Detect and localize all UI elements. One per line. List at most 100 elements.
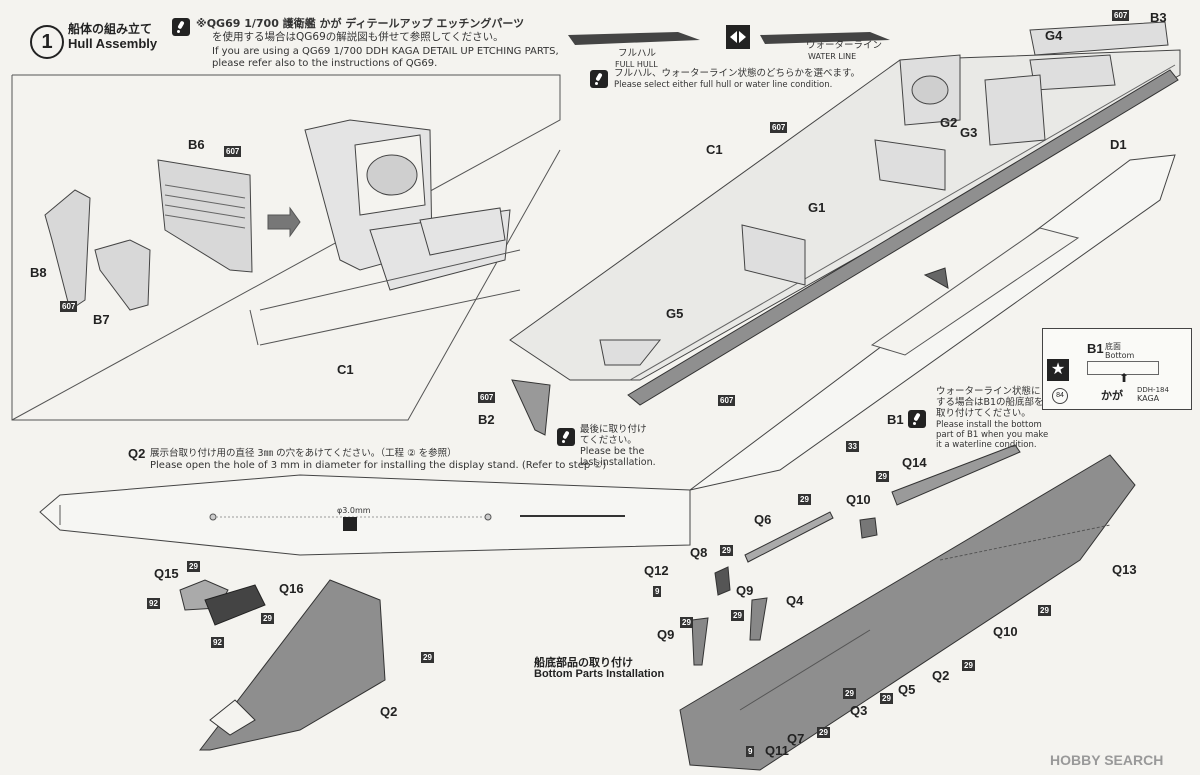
badge-29-q5: 29 xyxy=(880,693,893,704)
b1-box-star: ★ xyxy=(1047,359,1069,381)
step-title-en: Hull Assembly xyxy=(68,36,158,51)
hull-choice-note-icon xyxy=(590,70,608,88)
part-label-q4: Q4 xyxy=(786,593,804,608)
badge-29-q2r: 29 xyxy=(962,660,975,671)
part-label-q10-top: Q10 xyxy=(846,492,871,507)
part-label-g3: G3 xyxy=(960,125,978,140)
note-icon xyxy=(172,18,190,36)
part-label-q8: Q8 xyxy=(690,545,708,560)
part-label-g5: G5 xyxy=(666,306,684,321)
part-label-q11: Q11 xyxy=(765,743,789,758)
badge-29-q8: 29 xyxy=(720,545,733,556)
part-label-b6: B6 xyxy=(188,137,205,152)
bottom-parts-en: Bottom Parts Installation xyxy=(534,668,665,680)
part-label-b8: B8 xyxy=(30,265,47,280)
q2-hole-dimension: φ3.0mm xyxy=(337,506,371,515)
b1-box-plate xyxy=(1087,361,1159,375)
b1-box-sub-jp: 底面 xyxy=(1105,342,1121,351)
header-note-line4: please refer also to the instructions of… xyxy=(212,58,438,69)
part-label-b7: B7 xyxy=(93,312,110,327)
part-label-q9-a: Q9 xyxy=(736,583,754,598)
q2-note-jp: 展示台取り付け用の直径 3㎜ の穴をあけてください。（工程 ② を参照） xyxy=(150,448,457,459)
badge-29-q9a: 29 xyxy=(731,610,744,621)
part-label-q5: Q5 xyxy=(898,682,916,697)
badge-92-b: 92 xyxy=(211,637,224,648)
waterline-note-en2: part of B1 when you make xyxy=(936,430,1049,440)
waterline-note-en1: Please install the bottom xyxy=(936,420,1042,430)
water-line-jp: ウォーターライン xyxy=(806,40,883,51)
waterline-note-jp2: する場合はB1の船底部を xyxy=(936,397,1044,408)
part-label-g1: G1 xyxy=(808,200,826,215)
b1-box-name-en: KAGA xyxy=(1137,394,1160,403)
badge-607-b3: 607 xyxy=(1112,10,1130,21)
part-label-q7: Q7 xyxy=(787,731,805,746)
badge-607-b6: 607 xyxy=(224,146,242,157)
step-number-badge: 1 xyxy=(30,25,64,59)
waterline-note-icon xyxy=(908,410,926,428)
last-install-jp1: 最後に取り付け xyxy=(580,424,647,435)
badge-29-q7: 29 xyxy=(817,727,830,738)
header-note-line1: ※QG69 1/700 護衛艦 かが ディテールアップ エッチングパーツ xyxy=(196,17,525,30)
hobby-search-watermark: HOBBY SEARCH xyxy=(1050,752,1164,768)
b1-box-title: B1 xyxy=(1087,341,1104,356)
part-label-q3: Q3 xyxy=(850,703,868,718)
last-install-icon xyxy=(557,428,575,446)
full-hull-jp: フルハル xyxy=(618,48,657,59)
badge-29-q10: 29 xyxy=(1038,605,1051,616)
part-label-b2: B2 xyxy=(478,412,495,427)
bottom-parts-jp: 船底部品の取り付け xyxy=(534,657,633,669)
badge-607-b2: 607 xyxy=(478,392,496,403)
badge-29-q9b: 29 xyxy=(680,617,693,628)
badge-33: 33 xyxy=(846,441,859,452)
part-label-g4: G4 xyxy=(1045,28,1063,43)
badge-29-q2bow: 29 xyxy=(421,652,434,663)
part-label-b1: B1 xyxy=(887,412,904,427)
part-label-q6: Q6 xyxy=(754,512,772,527)
part-label-g2: G2 xyxy=(940,115,958,130)
part-label-q14: Q14 xyxy=(902,455,927,470)
waterline-note-jp1: ウォーターライン状態に xyxy=(936,386,1041,397)
part-label-d1: D1 xyxy=(1110,137,1127,152)
badge-607-c1: 607 xyxy=(770,122,788,133)
b1-box-arrow-icon: ⬆ xyxy=(1119,371,1130,385)
part-label-q2-bow: Q2 xyxy=(380,704,398,719)
last-install-jp2: てください。 xyxy=(580,435,637,446)
badge-29-q16: 29 xyxy=(261,613,274,624)
b1-box-name: かが xyxy=(1101,390,1123,402)
part-label-q2-top: Q2 xyxy=(128,446,146,461)
badge-84: 84 xyxy=(1052,388,1068,404)
part-label-q9-b: Q9 xyxy=(657,627,675,642)
part-label-q12: Q12 xyxy=(644,563,669,578)
badge-607-b8: 607 xyxy=(60,301,78,312)
badge-9-q12: 9 xyxy=(653,586,662,597)
badge-29-q14: 29 xyxy=(876,471,889,482)
b1-box-sub-en: Bottom xyxy=(1105,351,1135,360)
last-install-en1: Please be the xyxy=(580,446,645,457)
part-label-c1-main: C1 xyxy=(706,142,723,157)
header-note-line3: If you are using a QG69 1/700 DDH KAGA D… xyxy=(212,46,559,57)
part-label-q10-bottom: Q10 xyxy=(993,624,1018,639)
part-label-b3: B3 xyxy=(1150,10,1167,25)
drill-hole-icon xyxy=(343,517,357,531)
b1-box-hull: DDH-184 xyxy=(1137,386,1169,394)
part-label-c1-inset: C1 xyxy=(337,362,354,377)
last-install-en2: last installation. xyxy=(580,457,656,468)
hull-choice-note-jp: フルハル、ウォーターライン状態のどちらかを選べます。 xyxy=(614,68,861,79)
part-label-q16: Q16 xyxy=(279,581,304,596)
waterline-note-en3: it a waterline condition. xyxy=(936,440,1037,450)
badge-92-a: 92 xyxy=(147,598,160,609)
badge-29-q3: 29 xyxy=(843,688,856,699)
badge-29-q15: 29 xyxy=(187,561,200,572)
step-title-jp: 船体の組み立て xyxy=(68,22,153,36)
badge-607-hull: 607 xyxy=(718,395,736,406)
part-label-q13: Q13 xyxy=(1112,562,1137,577)
badge-29-q6: 29 xyxy=(798,494,811,505)
header-note-line2: を使用する場合はQG69の解説図も併せて参照してください。 xyxy=(212,31,504,43)
q2-note-en: Please open the hole of 3 mm in diameter… xyxy=(150,460,607,471)
full-hull-en: FULL HULL xyxy=(615,60,658,69)
water-line-en: WATER LINE xyxy=(808,52,857,61)
badge-9-q11: 9 xyxy=(746,746,755,757)
hull-choice-note-en: Please select either full hull or water … xyxy=(614,80,833,90)
